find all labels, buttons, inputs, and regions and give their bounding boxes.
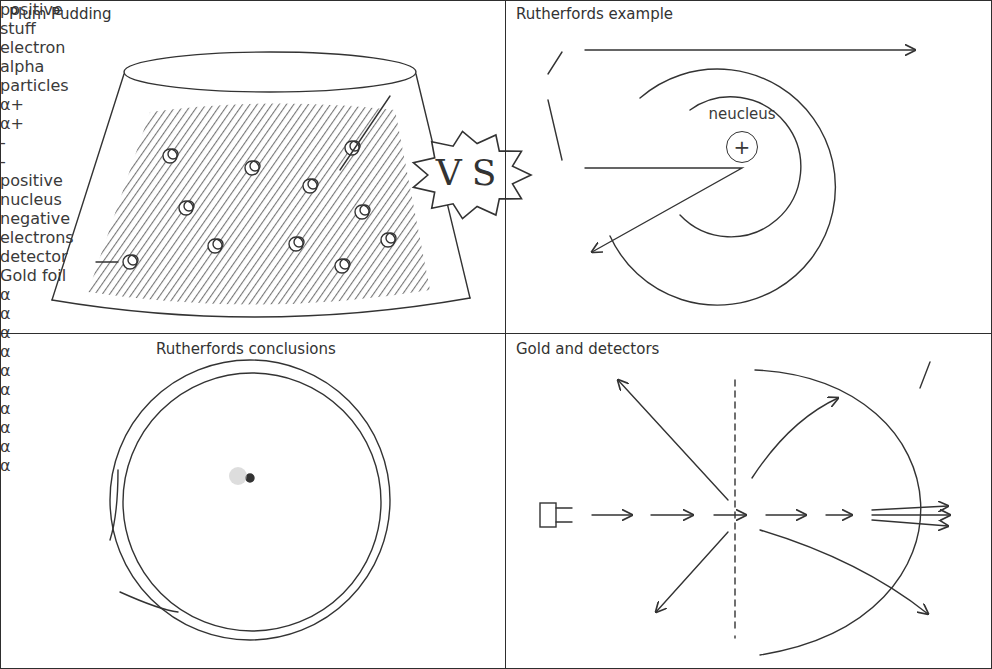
particle-symbol: α+: [0, 95, 992, 114]
particle-symbol: α: [0, 399, 992, 418]
panel-title: Plum Pudding: [9, 5, 112, 23]
callout-label: negative electrons: [0, 209, 80, 247]
particle-symbol: α: [0, 418, 992, 437]
charge-sign: +: [734, 135, 751, 159]
particle-symbol: α: [0, 437, 992, 456]
vs-starburst: VS: [408, 128, 534, 222]
vs-text: VS: [408, 152, 534, 193]
panel: Rutherfords example neucleus +: [505, 0, 992, 334]
nucleus: neucleus +: [702, 105, 782, 173]
panel-title: Gold and detectors: [516, 340, 659, 358]
callout-label: electron: [0, 38, 90, 57]
particle-symbol: α: [0, 304, 992, 323]
particle-symbol: α: [0, 380, 992, 399]
callout-label: positive nucleus: [0, 171, 80, 209]
particle-symbol: α: [0, 342, 992, 361]
nucleus-circle: +: [726, 131, 758, 163]
panel-title: Rutherfords conclusions: [156, 340, 336, 358]
particle-symbol: α: [0, 456, 992, 475]
callout-label: alpha particles: [0, 57, 72, 95]
particle-symbol: α: [0, 361, 992, 380]
panel-title: Rutherfords example: [516, 5, 673, 23]
nucleus-label: neucleus: [702, 105, 782, 123]
panel: Gold and detectors: [505, 333, 992, 669]
panel: Rutherfords conclusions: [0, 333, 506, 669]
